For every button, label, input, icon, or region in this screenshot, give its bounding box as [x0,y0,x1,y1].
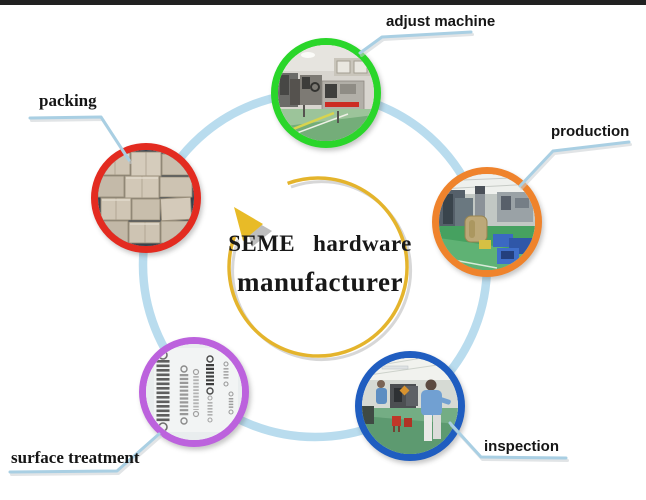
title-line-2: manufacturer [237,267,403,297]
top-border-bar [0,0,646,5]
stage-node-packing [91,143,201,253]
stage-node-inspection [355,351,465,461]
center-title: SEME hardware manufacturer [228,231,412,297]
callout-line-adjust-machine [358,30,473,55]
stage-node-surface-treatment [139,337,249,447]
inspection-photo [362,358,458,454]
stage-label-production: production [551,123,630,140]
stage-node-adjust-machine [271,38,381,148]
packing-photo [98,150,194,246]
title-line-1: SEME hardware [228,231,412,256]
adjust-machine-photo [278,45,374,141]
stage-node-production [432,167,542,277]
stage-label-surface-treatment: surface treatment [11,448,140,467]
stage-label-inspection: inspection [484,438,560,455]
stage-label-packing: packing [39,91,97,110]
production-photo [439,174,535,270]
callout-line-production [518,140,631,188]
stage-label-adjust-machine: adjust machine [386,13,496,30]
surface-treatment-photo [146,344,242,440]
